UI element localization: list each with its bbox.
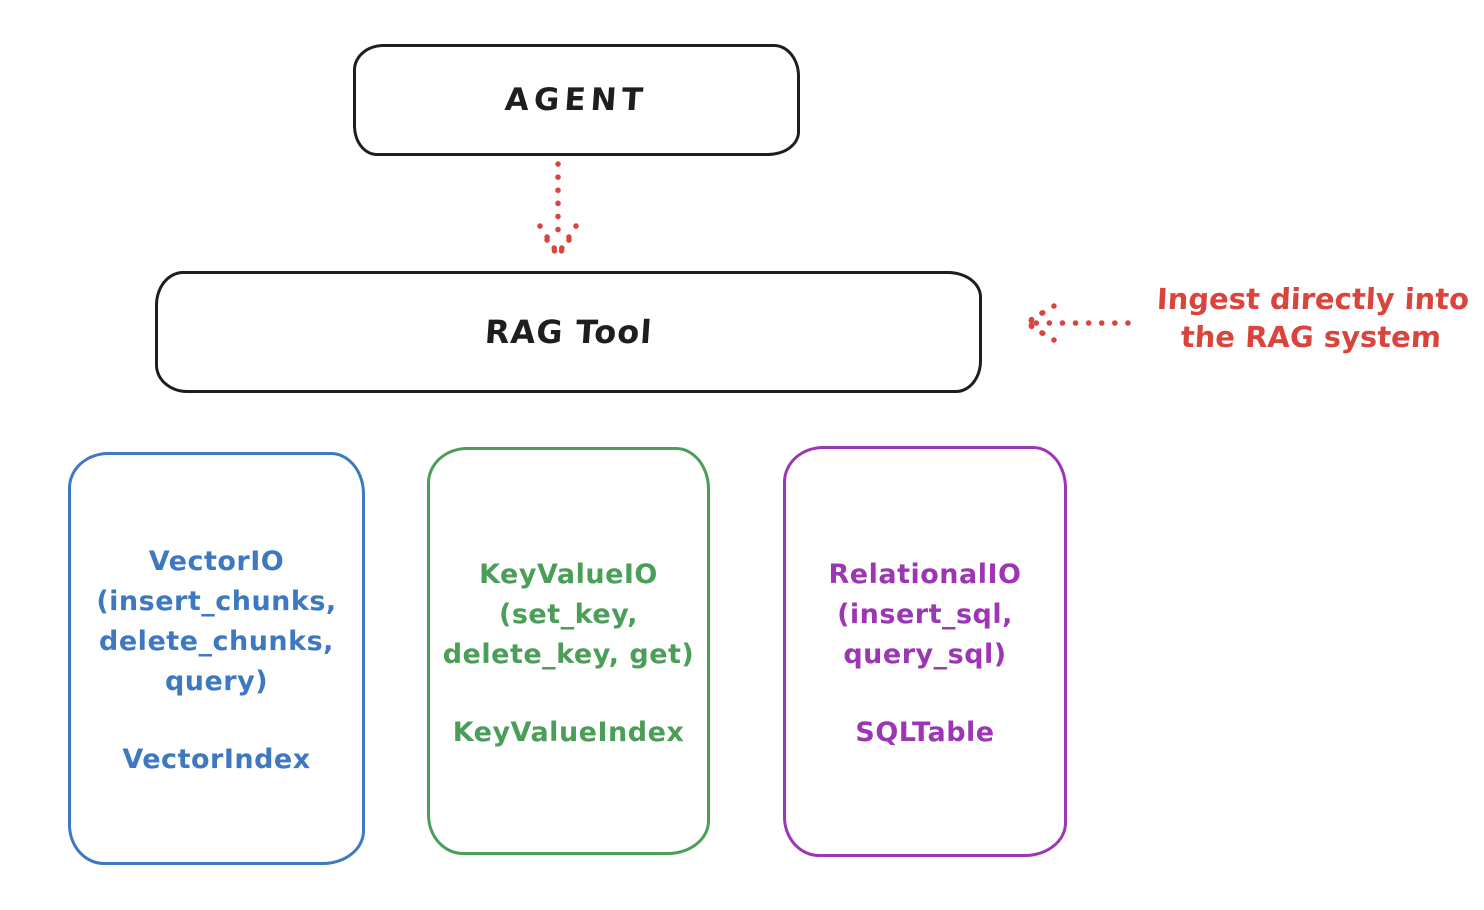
relational-io-signature: RelationalIO (insert_sql, query_sql) <box>828 559 1022 670</box>
sql-table-label: SQLTable <box>855 717 995 748</box>
rag-tool-label: RAG Tool <box>483 313 654 351</box>
key-value-io-box: KeyValueIO (set_key, delete_key, get) Ke… <box>427 447 710 855</box>
key-value-io-signature: KeyValueIO (set_key, delete_key, get) <box>442 558 695 670</box>
vector-index-label: VectorIndex <box>122 744 311 775</box>
agent-label: AGENT <box>503 82 650 118</box>
relational-io-box: RelationalIO (insert_sql, query_sql) SQL… <box>783 446 1067 857</box>
ingest-annotation-text: Ingest directly into the RAG system <box>1156 282 1470 354</box>
agent-box: AGENT <box>353 44 800 156</box>
vector-io-box: VectorIO (insert_chunks, delete_chunks, … <box>68 452 365 865</box>
down-dotted-arrow-icon <box>537 161 579 259</box>
left-dotted-arrow-icon <box>1023 303 1131 343</box>
vector-io-signature: VectorIO (insert_chunks, delete_chunks, … <box>96 546 337 697</box>
key-value-index-label: KeyValueIndex <box>452 716 685 748</box>
rag-tool-box: RAG Tool <box>155 271 982 393</box>
